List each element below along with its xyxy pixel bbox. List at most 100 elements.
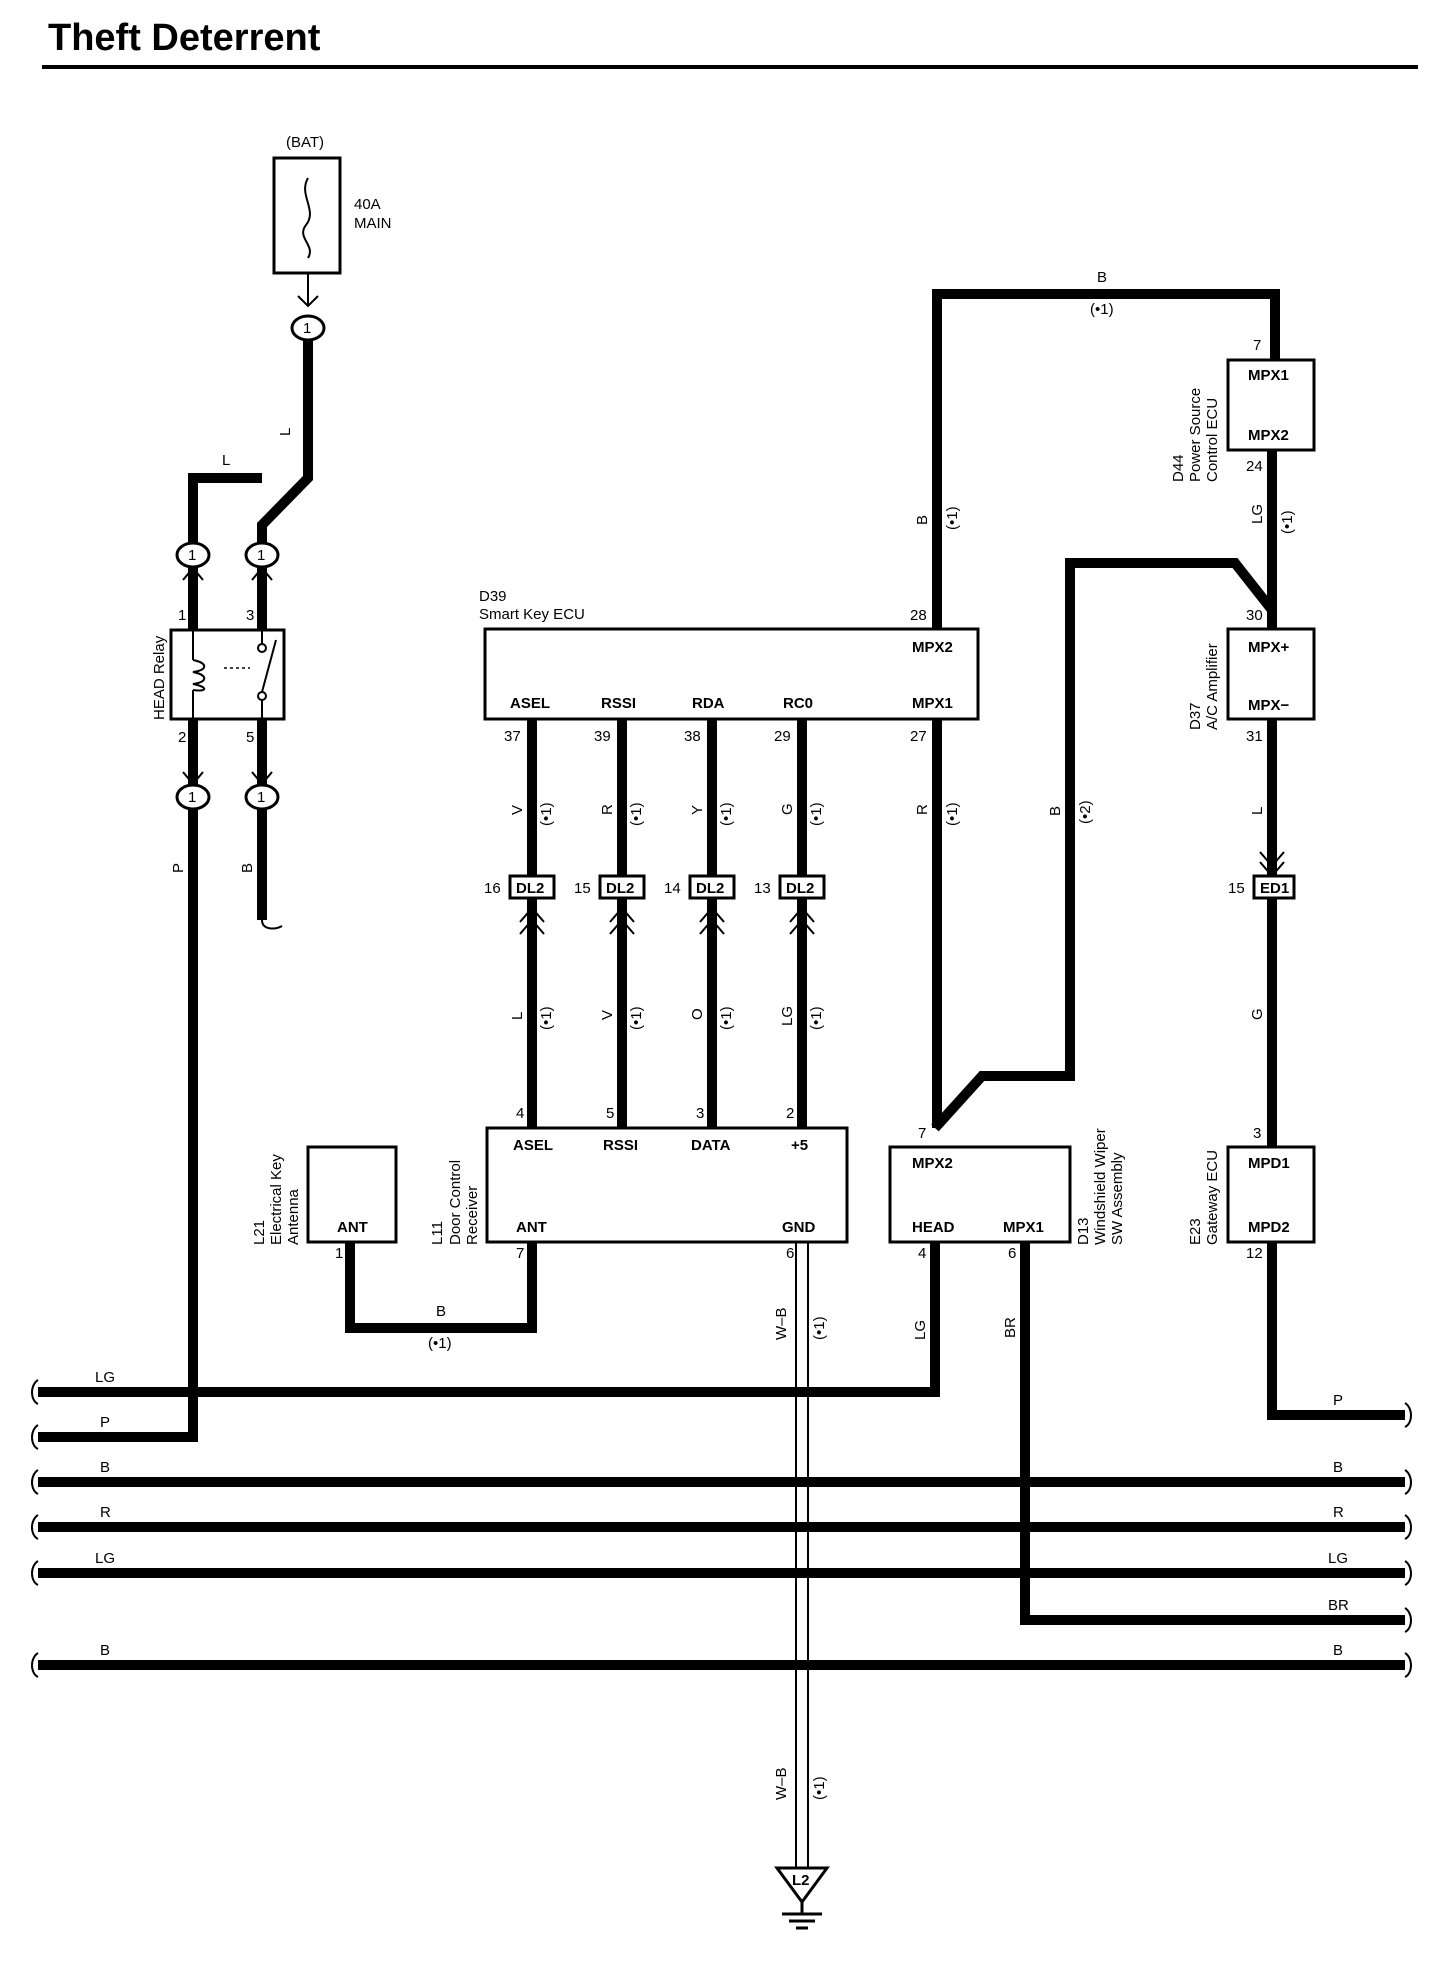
l11-port-5v: +5: [791, 1137, 808, 1154]
d13-port-head: HEAD: [912, 1219, 955, 1236]
dl2-label: DL2: [696, 880, 724, 897]
d39-pin-28: 28: [910, 607, 927, 624]
dl2-label: DL2: [786, 880, 814, 897]
wire-label-lg-d44: LG: [1249, 504, 1266, 524]
bus-label-left-b: B: [100, 1459, 110, 1476]
dl2-pin-14: 14: [664, 880, 681, 897]
wire-label-lg: LG: [779, 1006, 796, 1026]
wire-p-gateway: [1267, 1242, 1405, 1420]
d13-name2: SW Assembly: [1109, 1152, 1126, 1245]
d39-port-mpx2: MPX2: [912, 639, 953, 656]
double-arrow-up-icon: [789, 906, 815, 935]
relay-pin-1: 1: [178, 607, 186, 624]
d39-pin-37: 37: [504, 728, 521, 745]
power-source-ecu-box: [1226, 358, 1316, 452]
bus-end-right: [1404, 1560, 1412, 1586]
d13-port-mpx1: MPX1: [1003, 1219, 1044, 1236]
note-1: (•1): [808, 802, 825, 826]
double-arrow-up-icon: [519, 906, 545, 935]
d39-port-mpx1: MPX1: [912, 695, 953, 712]
dl2-pin-13: 13: [754, 880, 771, 897]
bus-label-left-p: P: [100, 1414, 110, 1431]
e23-code: E23: [1187, 1218, 1204, 1245]
wire-label-wb2: W–B: [773, 1767, 790, 1800]
d39-pin-39: 39: [594, 728, 611, 745]
d44-name1: Power Source: [1187, 388, 1204, 482]
bus-end-left: [31, 1469, 39, 1495]
d13-name1: Windshield Wiper: [1092, 1128, 1109, 1245]
d37-port-mpx-plus: MPX+: [1248, 639, 1290, 656]
wire-label-g: G: [779, 803, 796, 815]
l11-name1: Door Control: [447, 1160, 464, 1245]
note-1: (•1): [944, 802, 961, 826]
ac-amplifier-box: [1226, 627, 1316, 721]
wire-l-main: [257, 340, 313, 545]
wire-label-b-d13: B: [1047, 806, 1064, 816]
bus-end-left: [31, 1652, 39, 1678]
l21-port-ant: ANT: [337, 1219, 368, 1236]
bus-end-left: [31, 1514, 39, 1540]
wire-label-l3: L: [509, 1012, 526, 1020]
d44-name2: Control ECU: [1204, 398, 1221, 482]
wire-label-p: P: [170, 863, 187, 873]
arrow-up-icon: [251, 566, 273, 581]
fuse-icon: [302, 177, 311, 259]
note-2: (•2): [1077, 800, 1094, 824]
d13-pin-7: 7: [918, 1125, 926, 1142]
d37-code: D37: [1187, 702, 1204, 730]
note-1: (•1): [628, 802, 645, 826]
note-1: (•1): [628, 1006, 645, 1030]
dl2-pin-16: 16: [484, 880, 501, 897]
connector-relay-2a-label: 1: [188, 789, 196, 806]
door-control-receiver-box: [485, 1126, 849, 1244]
d37-pin-30: 30: [1246, 607, 1263, 624]
arrow-down-icon: [297, 295, 319, 308]
wire-label-l2: L: [222, 452, 230, 469]
e23-port-mpd2: MPD2: [1248, 1219, 1290, 1236]
l21-name1: Electrical Key: [268, 1154, 285, 1245]
note-1: (•1): [538, 1006, 555, 1030]
l11-pin-3: 3: [696, 1105, 704, 1122]
arrow-up-icon: [182, 566, 204, 581]
bus-end-left: [31, 1560, 39, 1586]
relay-pin-3: 3: [246, 607, 254, 624]
d44-port-mpx2: MPX2: [1248, 427, 1289, 444]
wire-label-g-ed1: G: [1249, 1008, 1266, 1020]
bus-end-right: [1404, 1607, 1412, 1633]
d13-port-mpx2: MPX2: [912, 1155, 953, 1172]
ed1-label: ED1: [1260, 880, 1289, 897]
d39-port-rssi: RSSI: [601, 695, 636, 712]
wire-label-y: Y: [689, 805, 706, 815]
wire-l-branch: [188, 473, 262, 545]
page-title: Theft Deterrent: [48, 17, 321, 59]
l21-code: L21: [251, 1220, 268, 1245]
d44-pin-7: 7: [1253, 337, 1261, 354]
d13-pin-6: 6: [1008, 1245, 1016, 1262]
d39-port-rc0: RC0: [783, 695, 813, 712]
bus-end-right: [1404, 1402, 1412, 1428]
connector-bat-label: 1: [303, 320, 311, 337]
d39-port-asel: ASEL: [510, 695, 550, 712]
d44-port-mpx1: MPX1: [1248, 367, 1289, 384]
smart-key-ecu-box: [483, 627, 980, 721]
wire-label-v2: V: [599, 1010, 616, 1020]
note-1: (•1): [811, 1776, 828, 1800]
e23-pin-12: 12: [1246, 1245, 1263, 1262]
wire-label-lg-head: LG: [912, 1320, 929, 1340]
d44-pin-24: 24: [1246, 458, 1263, 475]
wire-label-l-d37: L: [1249, 807, 1266, 815]
wire-lg-head: [38, 1242, 940, 1397]
main-fuse-box: [272, 156, 342, 275]
wire-label-b-top: B: [1097, 269, 1107, 286]
relay-pin-5: 5: [246, 729, 254, 746]
note-1: (•1): [718, 1006, 735, 1030]
bus-end-right: [1404, 1469, 1412, 1495]
wire-label-r-mpx1: R: [914, 804, 931, 815]
bus-label-left-b2: B: [100, 1642, 110, 1659]
e23-pin-3: 3: [1253, 1125, 1261, 1142]
note-1: (•1): [428, 1335, 452, 1352]
bus-label-right-r: R: [1333, 1504, 1344, 1521]
d39-pin-38: 38: [684, 728, 701, 745]
relay-switch-icon: [261, 639, 277, 693]
d13-code: D13: [1075, 1217, 1092, 1245]
